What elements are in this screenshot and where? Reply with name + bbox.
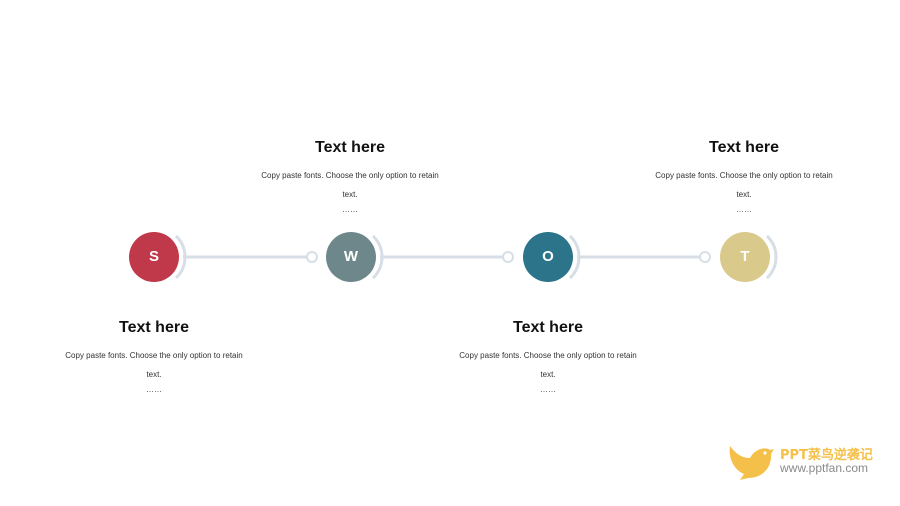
node-arc-o bbox=[568, 234, 581, 280]
node-arc-t bbox=[765, 234, 778, 280]
connector-end-dot-1 bbox=[306, 251, 318, 263]
block-body: Copy paste fonts. Choose the only option… bbox=[65, 351, 243, 379]
node-letter-t: T bbox=[740, 248, 750, 265]
text-block-t: Text here Copy paste fonts. Choose the o… bbox=[644, 138, 844, 216]
bird-icon bbox=[729, 446, 774, 480]
node-circle-o bbox=[523, 232, 573, 282]
text-block-o: Text here Copy paste fonts. Choose the o… bbox=[448, 318, 648, 396]
logo-url: www.pptfan.com bbox=[780, 461, 869, 475]
node-letter-o: O bbox=[542, 248, 554, 265]
logo-name: PPT菜鸟逆袭记 bbox=[780, 448, 873, 463]
block-more: …… bbox=[540, 385, 556, 394]
node-circle-w bbox=[326, 232, 376, 282]
block-title: Text here bbox=[119, 319, 189, 336]
block-more: …… bbox=[146, 385, 162, 394]
block-title: Text here bbox=[513, 319, 583, 336]
connector-end-dot-2 bbox=[502, 251, 514, 263]
block-body: Copy paste fonts. Choose the only option… bbox=[655, 171, 833, 199]
block-title: Text here bbox=[315, 139, 385, 156]
block-body: Copy paste fonts. Choose the only option… bbox=[261, 171, 439, 199]
node-arc-w bbox=[371, 234, 384, 280]
node-arc-s bbox=[174, 234, 187, 280]
text-block-s: Text here Copy paste fonts. Choose the o… bbox=[54, 318, 254, 396]
connector-end-dot-3 bbox=[699, 251, 711, 263]
block-title: Text here bbox=[709, 139, 779, 156]
block-body: Copy paste fonts. Choose the only option… bbox=[459, 351, 637, 379]
text-block-w: Text here Copy paste fonts. Choose the o… bbox=[250, 138, 450, 216]
node-letter-w: W bbox=[343, 248, 359, 265]
pptfan-logo bbox=[729, 446, 774, 480]
node-circle-s bbox=[129, 232, 179, 282]
block-more: …… bbox=[342, 205, 358, 214]
node-letter-s: S bbox=[148, 248, 159, 265]
block-more: …… bbox=[736, 205, 752, 214]
node-circle-t bbox=[720, 232, 770, 282]
